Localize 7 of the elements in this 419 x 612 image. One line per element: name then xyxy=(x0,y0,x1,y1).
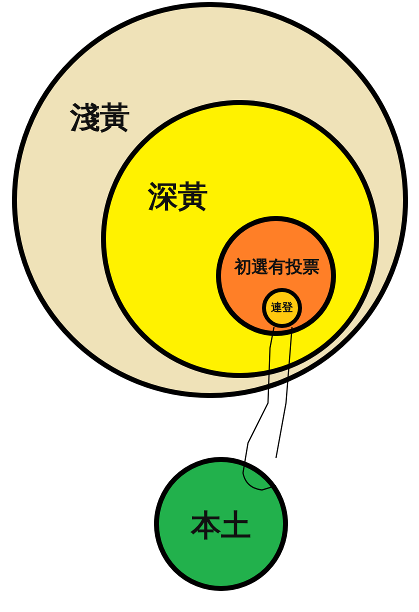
region-label: 深黃 xyxy=(148,180,208,214)
region-label: 連登 xyxy=(271,302,293,314)
region-label: 淺黃 xyxy=(70,102,130,134)
region-label: 初選有投票 xyxy=(234,258,320,278)
hand-drawn-line xyxy=(242,326,293,491)
region-label: 本土 xyxy=(191,510,251,542)
circle-region xyxy=(262,288,302,328)
